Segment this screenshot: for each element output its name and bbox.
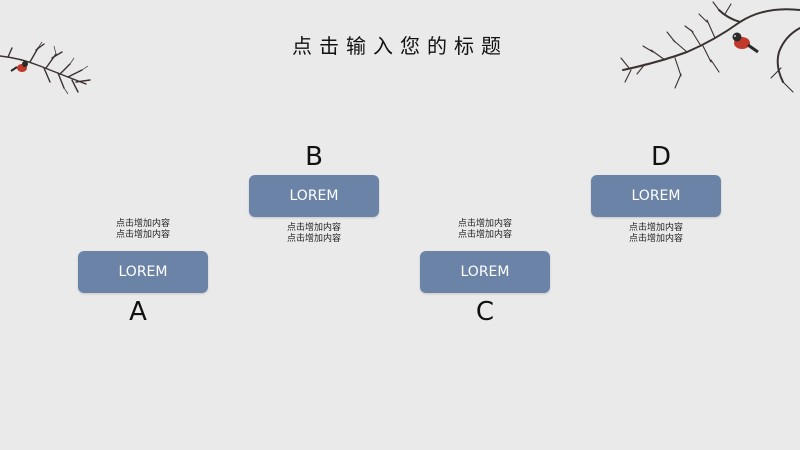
- item-a-box[interactable]: LOREM: [78, 251, 208, 293]
- item-c-box[interactable]: LOREM: [420, 251, 550, 293]
- item-c-desc-line1: 点击增加内容: [457, 219, 512, 229]
- item-c-desc-line2: 点击增加内容: [457, 230, 512, 240]
- item-c-letter: C: [475, 297, 495, 327]
- branch-with-bird-icon-right: [620, 1, 800, 93]
- item-d-desc-line2: 点击增加内容: [628, 234, 683, 244]
- slide-title[interactable]: 点击输入您的标题: [292, 34, 508, 58]
- item-d-box[interactable]: LOREM: [591, 175, 721, 217]
- branch-with-bird-icon-left: [0, 41, 91, 95]
- item-a-desc-line1: 点击增加内容: [115, 219, 170, 229]
- item-c-desc[interactable]: 点击增加内容 点击增加内容: [410, 219, 560, 241]
- item-a-letter: A: [129, 297, 147, 327]
- item-b-desc-line1: 点击增加内容: [286, 223, 341, 233]
- item-a-desc[interactable]: 点击增加内容 点击增加内容: [68, 219, 218, 241]
- item-b-desc-line2: 点击增加内容: [286, 234, 341, 244]
- item-a-desc-line2: 点击增加内容: [115, 230, 170, 240]
- item-d-letter: D: [650, 142, 672, 172]
- item-b-desc[interactable]: 点击增加内容 点击增加内容: [239, 223, 389, 245]
- item-b-box[interactable]: LOREM: [249, 175, 379, 217]
- item-d-desc[interactable]: 点击增加内容 点击增加内容: [581, 223, 731, 245]
- item-b-letter: B: [305, 142, 323, 172]
- item-d-desc-line1: 点击增加内容: [628, 223, 683, 233]
